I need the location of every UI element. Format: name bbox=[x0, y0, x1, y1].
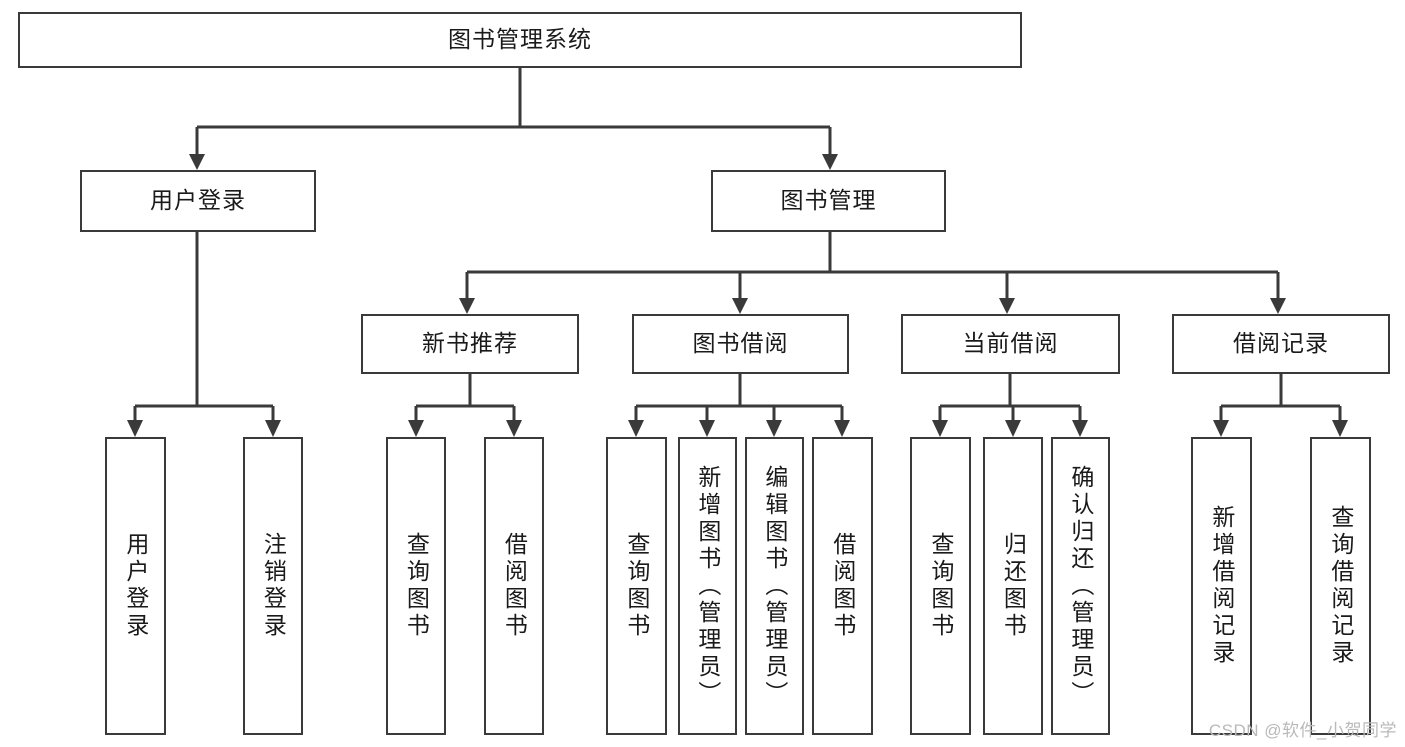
node-label: 注销登录 bbox=[260, 532, 287, 640]
node-label: 借阅记录 bbox=[1233, 330, 1329, 357]
node-leaf-user-login[interactable]: 用户登录 bbox=[105, 437, 166, 735]
node-leaf-borrow-book-1[interactable]: 借阅图书 bbox=[484, 437, 544, 735]
edges-user-login-to-leaves bbox=[127, 232, 281, 437]
node-book-management[interactable]: 图书管理 bbox=[711, 170, 946, 232]
node-label: 借阅图书 bbox=[501, 532, 528, 640]
node-label: 查询借阅记录 bbox=[1327, 505, 1354, 667]
node-leaf-add-borrow-record[interactable]: 新增借阅记录 bbox=[1191, 437, 1252, 735]
node-leaf-add-book-admin[interactable]: 新增图书（管理员） bbox=[678, 437, 737, 735]
node-new-book-recommend[interactable]: 新书推荐 bbox=[361, 314, 579, 374]
node-leaf-edit-book-admin[interactable]: 编辑图书（管理员） bbox=[745, 437, 804, 735]
edges-borrow-record-to-leaves bbox=[1213, 374, 1348, 437]
node-leaf-logout-login[interactable]: 注销登录 bbox=[243, 437, 303, 735]
node-borrow-record[interactable]: 借阅记录 bbox=[1172, 314, 1390, 374]
node-label: 用户登录 bbox=[150, 187, 246, 214]
node-root-book-management-system[interactable]: 图书管理系统 bbox=[18, 12, 1022, 68]
node-leaf-query-book-1[interactable]: 查询图书 bbox=[386, 437, 446, 735]
node-leaf-return-book[interactable]: 归还图书 bbox=[983, 437, 1043, 735]
node-user-login[interactable]: 用户登录 bbox=[80, 170, 316, 232]
node-label: 用户登录 bbox=[122, 532, 149, 640]
node-label: 查询图书 bbox=[623, 532, 650, 640]
edges-current-borrow-to-leaves bbox=[932, 374, 1088, 437]
node-label: 图书管理 bbox=[780, 187, 877, 214]
node-leaf-query-book-3[interactable]: 查询图书 bbox=[910, 437, 971, 735]
node-leaf-query-borrow-record[interactable]: 查询借阅记录 bbox=[1310, 437, 1371, 735]
edges-root-to-level2 bbox=[189, 68, 838, 170]
node-leaf-borrow-book-2[interactable]: 借阅图书 bbox=[812, 437, 873, 735]
node-label: 当前借阅 bbox=[962, 330, 1059, 357]
node-leaf-query-book-2[interactable]: 查询图书 bbox=[606, 437, 667, 735]
node-label: 归还图书 bbox=[1000, 532, 1027, 640]
edges-book-borrow-to-leaves bbox=[628, 374, 850, 437]
node-label: 图书管理系统 bbox=[448, 26, 592, 53]
node-leaf-confirm-return-admin[interactable]: 确认归还（管理员） bbox=[1051, 437, 1110, 735]
node-label: 新书推荐 bbox=[422, 330, 518, 357]
node-label: 查询图书 bbox=[403, 532, 430, 640]
node-label: 确认归还（管理员） bbox=[1067, 464, 1094, 708]
node-label: 查询图书 bbox=[927, 532, 954, 640]
node-label: 新增图书（管理员） bbox=[694, 464, 721, 708]
node-current-borrow[interactable]: 当前借阅 bbox=[901, 314, 1120, 374]
edges-new-book-to-leaves bbox=[408, 374, 522, 437]
node-label: 新增借阅记录 bbox=[1208, 505, 1235, 667]
node-label: 图书借阅 bbox=[692, 330, 789, 357]
node-book-borrow[interactable]: 图书借阅 bbox=[632, 314, 849, 374]
node-label: 编辑图书（管理员） bbox=[761, 464, 788, 708]
node-label: 借阅图书 bbox=[829, 532, 856, 640]
edges-level2-to-level3 bbox=[459, 232, 1286, 314]
